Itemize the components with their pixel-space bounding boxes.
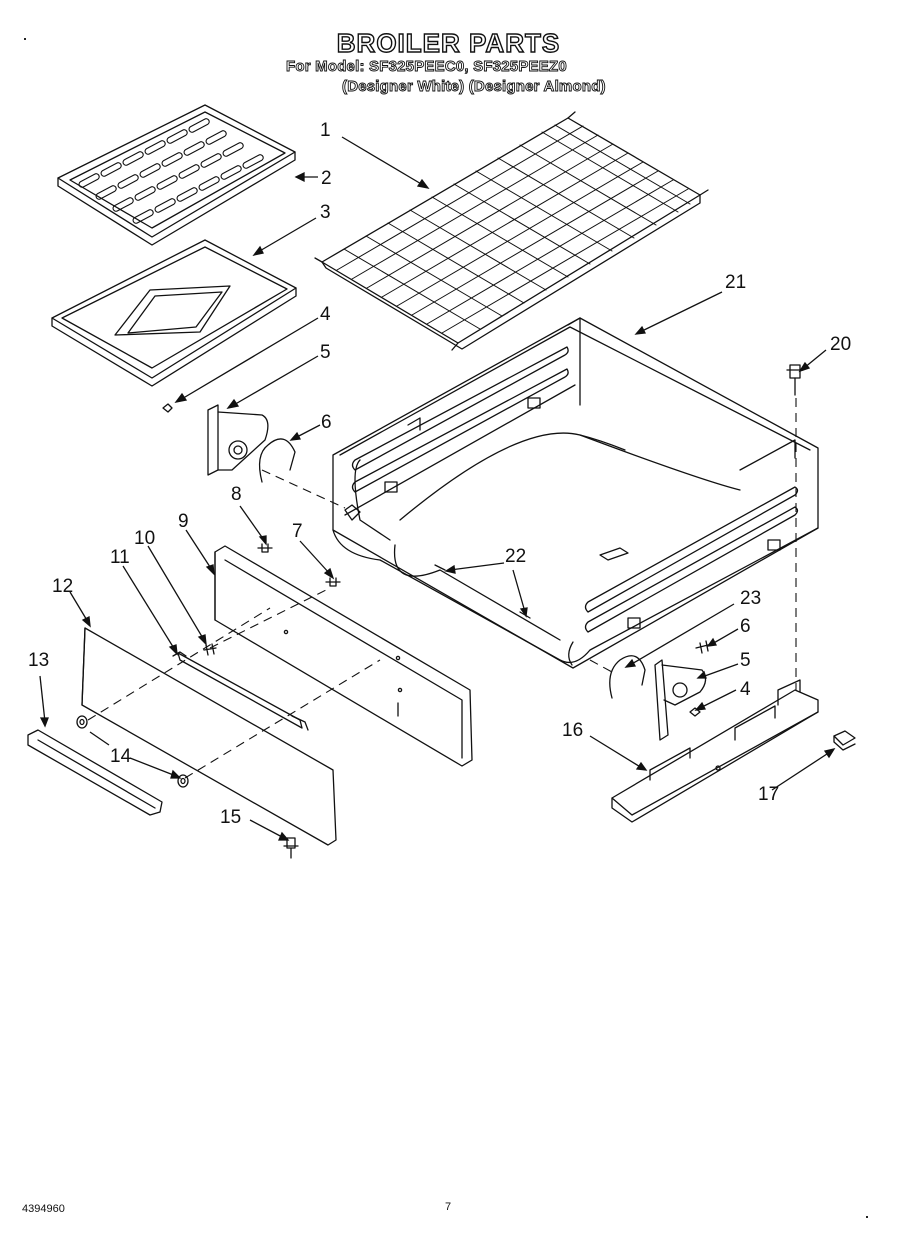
- callout-1: 1: [320, 120, 331, 141]
- callout-6: 6: [321, 412, 332, 433]
- scan-speck: [866, 1216, 868, 1218]
- callout-12: 12: [52, 576, 73, 597]
- callout-7: 7: [292, 521, 303, 542]
- broiler-rack-part: [314, 111, 709, 351]
- bracket-5-part: [207, 404, 269, 476]
- callout-5: 5: [320, 342, 331, 363]
- page-title: BROILER PARTS: [336, 27, 561, 58]
- callout-16: 16: [562, 720, 583, 741]
- clip-6b-part: [609, 655, 646, 699]
- callout-14: 14: [110, 746, 132, 767]
- broiler-drawer-part: [332, 317, 819, 669]
- callout-23: 6: [740, 616, 751, 637]
- door-panel-12-part: [81, 627, 337, 846]
- variant-line: (Designer White) (Designer Almond): [342, 78, 606, 96]
- screw-15-part: [283, 837, 299, 859]
- callout-10: 10: [134, 528, 155, 549]
- callout-labels: 1 2 3 4 5 6 7 8 9 10 11 12 13 14 15 16 1…: [28, 120, 851, 828]
- handle-13-part: [27, 729, 163, 816]
- callout-2: 2: [321, 168, 332, 189]
- nut-4-part: [162, 403, 173, 413]
- document-number: 4394960: [22, 1203, 65, 1215]
- callout-15: 15: [220, 807, 241, 828]
- nut-4b-part: [689, 707, 701, 717]
- callout-17: 17: [758, 784, 779, 805]
- model-line: For Model: SF325PEEC0, SF325PEEZ0: [286, 58, 568, 76]
- callout-9: 9: [178, 511, 189, 532]
- callout-20: 20: [830, 334, 851, 355]
- callout-8: 8: [231, 484, 242, 505]
- callout-21: 21: [725, 272, 746, 293]
- screw-8-part: [257, 543, 273, 553]
- broiler-grid-part: [57, 104, 296, 246]
- clip-6-part: [258, 438, 296, 483]
- callout-4b: 4: [740, 679, 751, 700]
- callout-13: 13: [28, 650, 49, 671]
- callout-3: 3: [320, 202, 331, 223]
- callout-5b: 5: [740, 650, 751, 671]
- assembly-dash-lines: [87, 398, 797, 779]
- rail-16-part: [611, 679, 819, 823]
- leader-lines: [39, 136, 836, 841]
- bracket-5b-part: [654, 659, 707, 741]
- callout-11: 11: [110, 547, 130, 568]
- callout-6b: 23: [740, 588, 761, 609]
- scan-speck: [24, 38, 26, 40]
- clip-17-part: [833, 730, 856, 751]
- callout-4: 4: [320, 304, 331, 325]
- spacer-14-part: [76, 715, 189, 788]
- page-number: 7: [445, 1201, 452, 1213]
- trim-11-part: [172, 651, 309, 731]
- door-frame-9-part: [214, 545, 473, 767]
- callout-22: 22: [505, 546, 526, 567]
- screw-7-part: [325, 577, 341, 587]
- broiler-pan-part: [51, 239, 297, 387]
